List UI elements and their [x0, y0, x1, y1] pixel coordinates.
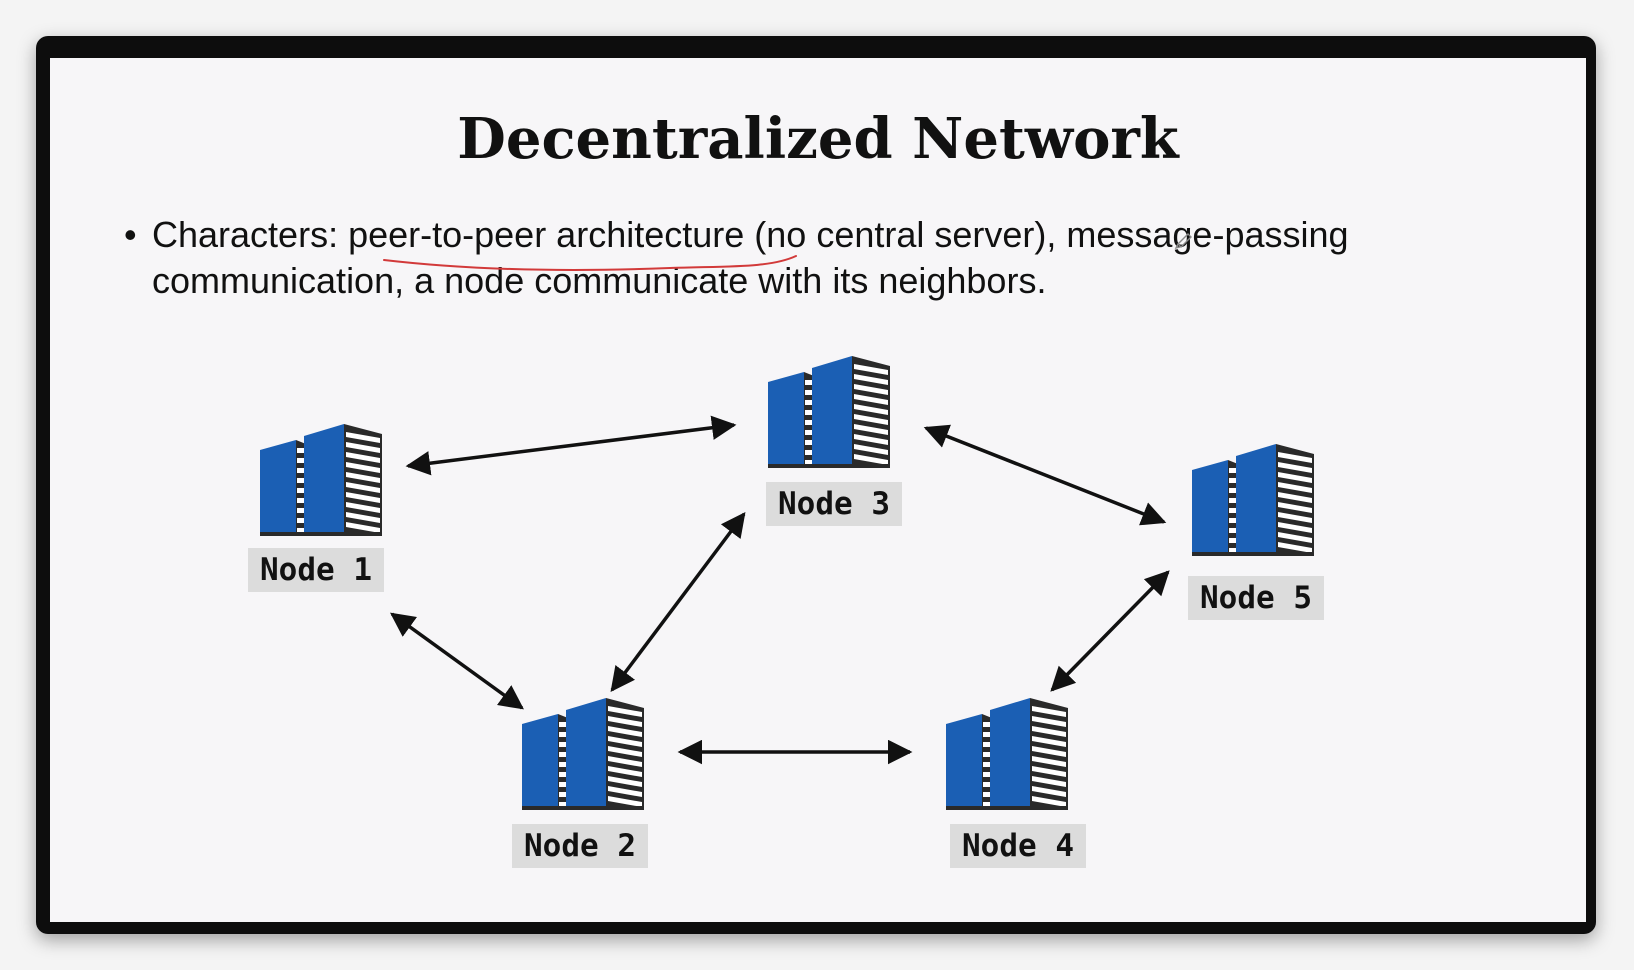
- node-icons: [260, 356, 1314, 810]
- edge-node2-node3: [610, 512, 746, 692]
- edge-node4-node5: [1050, 570, 1170, 692]
- node-3-label: Node 3: [766, 482, 902, 526]
- node-5-label: Node 5: [1188, 576, 1324, 620]
- slide: Decentralized Network • Characters: peer-…: [50, 58, 1586, 922]
- node3-building-icon: [768, 356, 890, 468]
- bullet-text-emphasis: peer-to-peer architecture: [348, 214, 745, 255]
- node-4-label: Node 4: [950, 824, 1086, 868]
- bullet-text-rest: (no central server), message-passing com…: [152, 214, 1349, 301]
- bullet-point: • Characters: peer-to-peer architecture (…: [124, 212, 1442, 304]
- network-diagram: [260, 356, 1314, 810]
- bullet-marker: •: [124, 214, 137, 255]
- edge-node1-node3: [405, 415, 737, 476]
- edge-layer: [390, 415, 1170, 765]
- bullet-text-start: Characters:: [152, 214, 349, 255]
- node2-building-icon: [522, 698, 644, 810]
- node4-building-icon: [946, 698, 1068, 810]
- node-1-label: Node 1: [248, 548, 384, 592]
- edge-node1-node2: [390, 612, 524, 710]
- node5-building-icon: [1192, 444, 1314, 556]
- edge-node3-node5: [923, 424, 1167, 526]
- node-2-label: Node 2: [512, 824, 648, 868]
- node1-building-icon: [260, 424, 382, 536]
- slide-title: Decentralized Network: [457, 106, 1179, 172]
